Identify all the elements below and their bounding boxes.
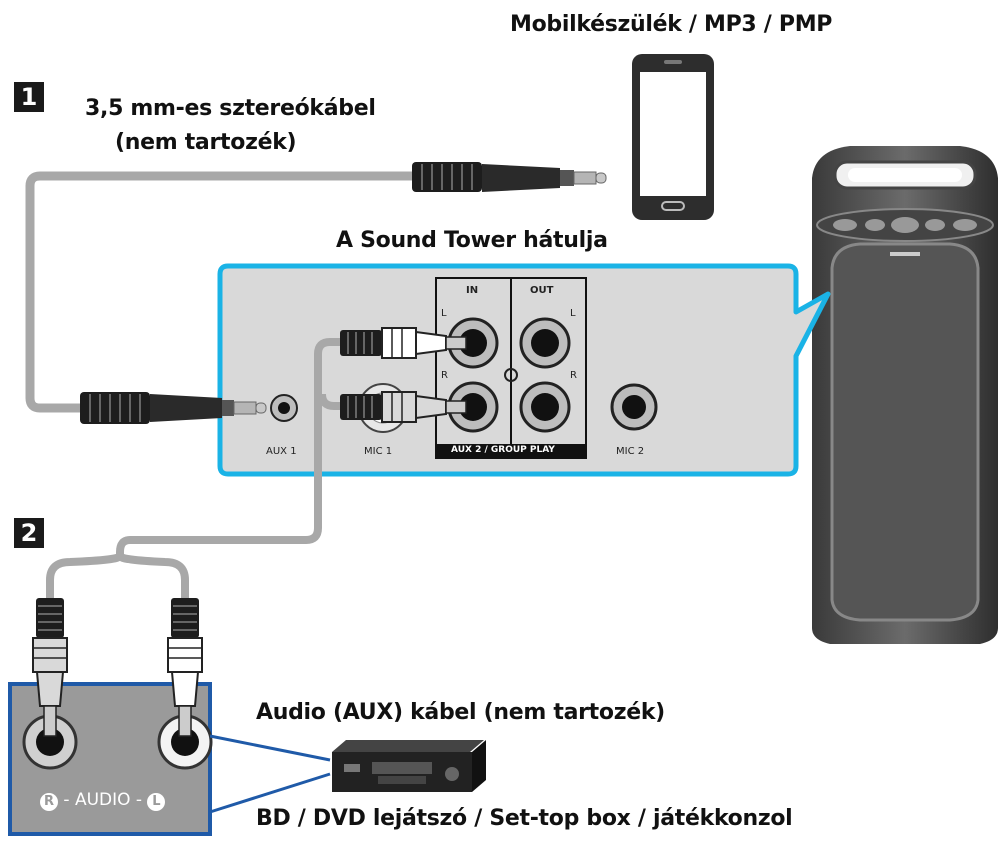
rca-cable-wire <box>116 338 340 560</box>
step-2-marker: 2 <box>14 518 44 548</box>
aux2-group-play-label: AUX 2 / GROUP PLAY <box>451 445 555 455</box>
aux2-jacks <box>447 317 571 433</box>
source-right-marker: R <box>40 793 58 811</box>
sound-tower-back-panel <box>217 263 831 477</box>
player-label: BD / DVD lejátszó / Set-top box / játékk… <box>256 806 793 831</box>
aux1-label: AUX 1 <box>266 446 297 457</box>
mic2-label: MIC 2 <box>616 446 645 457</box>
out-right-marker: R <box>570 370 577 381</box>
in-right-marker: R <box>441 370 448 381</box>
mobile-device-icon <box>632 54 714 220</box>
cable-label-line-2: (nem tartozék) <box>115 130 297 155</box>
rca-plug-source-right <box>32 598 68 737</box>
in-label: IN <box>466 285 479 296</box>
stereo-plug-top <box>412 162 607 192</box>
mic1-label: MIC 1 <box>364 446 393 457</box>
cable-label-line-1: 3,5 mm-es sztereókábel <box>85 96 376 121</box>
source-audio-text: - AUDIO - <box>63 790 143 810</box>
in-left-marker: L <box>441 308 447 319</box>
sound-tower-back-label: A Sound Tower hátulja <box>336 228 608 253</box>
step-1-marker: 1 <box>14 82 44 112</box>
out-label: OUT <box>530 285 554 296</box>
sound-tower-icon <box>812 146 998 644</box>
out-left-marker: L <box>570 308 576 319</box>
stereo-plug-aux1 <box>80 392 267 424</box>
rca-plug-in-left <box>340 327 467 359</box>
player-device-icon <box>332 740 486 792</box>
rca-plug-source-left <box>167 598 203 737</box>
stereo-cable-wire <box>25 171 412 413</box>
mobile-device-label: Mobilkészülék / MP3 / PMP <box>510 12 833 37</box>
source-audio-label: R - AUDIO - L <box>40 790 166 811</box>
rca-plug-in-right <box>340 391 467 423</box>
source-left-marker: L <box>147 793 166 811</box>
aux-cable-label: Audio (AUX) kábel (nem tartozék) <box>256 700 665 725</box>
